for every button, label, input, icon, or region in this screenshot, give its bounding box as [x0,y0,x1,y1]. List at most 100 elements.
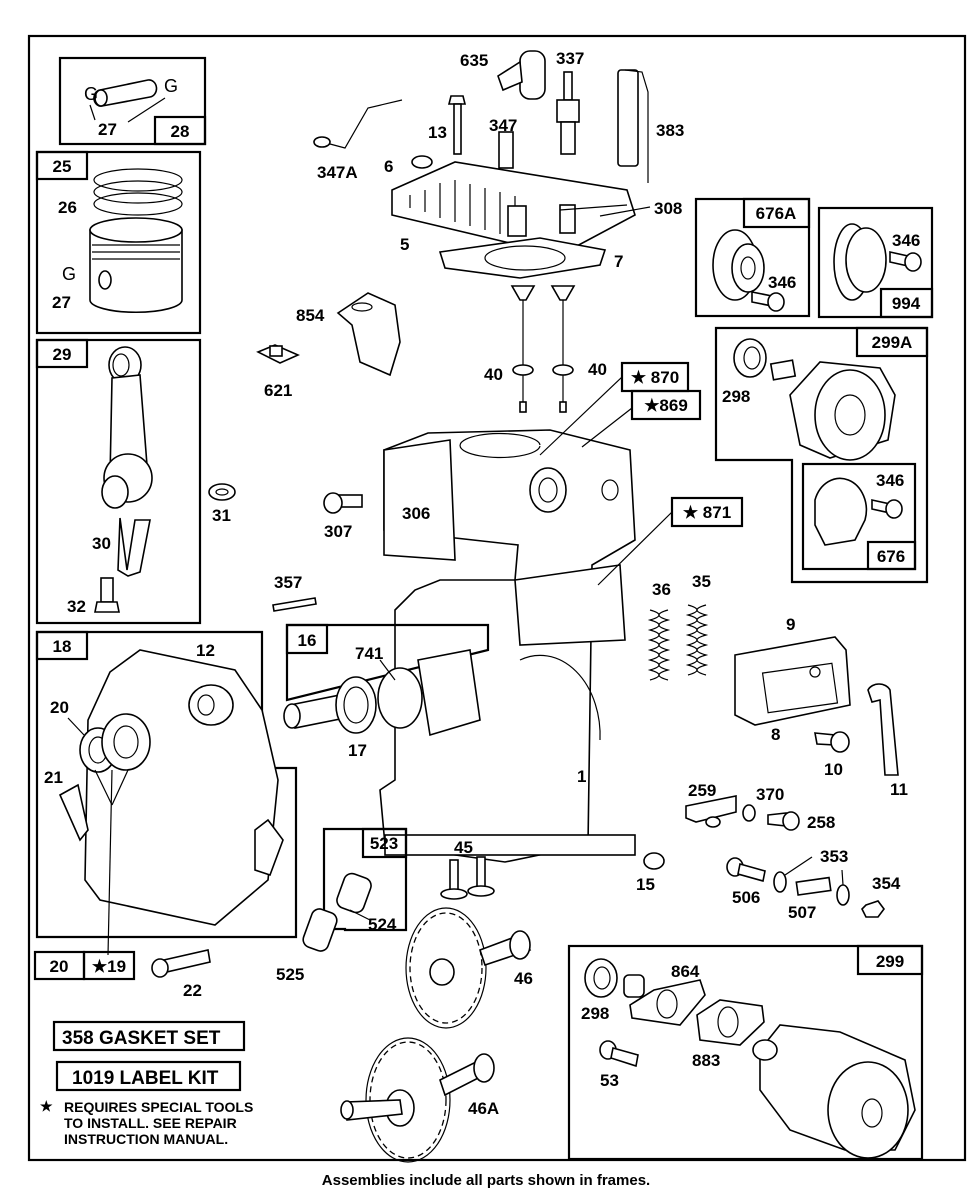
piston-icon [89,217,183,314]
frame-299A[interactable]: 299A 298 346 676 [714,326,929,584]
frame-label-29: 29 [53,345,72,364]
frame-label-870: ★ 870 [631,368,679,387]
part-label-46: 46 [514,969,533,988]
part-label-17: 17 [348,741,367,760]
drain-plug-icon [643,852,665,870]
frame-299[interactable]: 299 298 864 883 53 [567,944,924,1161]
part-label-298: 298 [581,1004,609,1023]
frame-label-871: ★ 871 [683,503,731,522]
star-icon: ★ [40,1098,53,1114]
part-label-15: 15 [636,875,655,894]
terminal-plate-icon [795,876,832,896]
dowel-pin-icon [440,856,495,900]
part-label-6: 6 [384,157,393,176]
crankcase-cover-icon [58,649,284,926]
screw-icon [767,811,800,831]
valve-spring-icon [647,609,671,681]
cylinder-shroud-icon [383,439,456,561]
frame-18[interactable]: 18 12 20 21 [35,630,298,956]
part-label-32: 32 [67,597,86,616]
part-label-46A: 46A [468,1099,499,1118]
frame-20-19[interactable]: 20 ★19 [33,950,136,981]
special-tools-note: ★ REQUIRES SPECIAL TOOLS TO INSTALL. SEE… [40,1098,253,1147]
frame-870[interactable]: ★ 870 [620,361,690,393]
frame-676A[interactable]: 676A 346 [694,197,811,318]
muffler-icon [769,359,896,461]
part-label-854: 854 [296,306,325,325]
rod-bolt-icon [94,577,120,613]
head-bolt-icon [447,95,467,155]
part-label-883: 883 [692,1051,720,1070]
lock-nut-icon [584,958,618,998]
part-label-31: 31 [212,506,231,525]
part-label-370: 370 [756,785,784,804]
circlip-icon: G [62,264,76,284]
footer-note: Assemblies include all parts shown in fr… [321,1172,651,1189]
bolt-icon [151,949,211,978]
part-label-26: 26 [58,198,77,217]
gasket-set-kit[interactable]: 358 GASKET SET [52,1020,246,1052]
part-label-621: 621 [264,381,292,400]
part-label-383: 383 [656,121,684,140]
connecting-rod-icon [101,346,153,577]
exhaust-pipe-icon [623,974,706,1026]
frame-label-299: 299 [876,952,904,971]
part-label-8: 8 [771,725,780,744]
spark-plug-boot-icon [497,50,546,100]
frame-29[interactable]: 29 30 32 [35,338,202,625]
frame-label-18: 18 [53,637,72,656]
head-gasket-icon [438,237,607,279]
lock-washer-icon [836,884,850,906]
part-label-258: 258 [807,813,835,832]
cylinder-block-icon [379,429,636,863]
label-kit[interactable]: 1019 LABEL KIT [55,1060,242,1092]
part-label-308: 308 [654,199,682,218]
part-label-353: 353 [820,847,848,866]
screw-icon [726,857,766,883]
cylinder-head-icon [391,161,636,256]
muffler-guard-icon [712,229,765,301]
screw-icon [751,291,785,312]
washer-icon [411,155,433,169]
note-line-2: TO INSTALL. SEE REPAIR [64,1115,237,1131]
part-label-12: 12 [196,641,215,660]
frame-label-25: 25 [53,157,72,176]
tappet-icon [302,872,372,952]
valve-icon [550,285,576,413]
frame-869[interactable]: ★869 [630,389,702,421]
frame-25[interactable]: 25 26 G 27 [35,150,202,335]
piston-pin-icon [93,79,158,107]
part-label-298: 298 [722,387,750,406]
bracket-347a-icon [313,99,403,149]
note-line-1: REQUIRES SPECIAL TOOLS [64,1099,253,1115]
frame-16[interactable]: 16 741 17 [283,623,490,760]
clip-621-icon [256,344,300,364]
part-label-22: 22 [183,981,202,1000]
frame-label-994: 994 [892,294,921,313]
muffler-icon [752,1024,916,1159]
kit-label-label-kit: 1019 LABEL KIT [72,1068,219,1089]
part-label-30: 30 [92,534,111,553]
breather-tube-347-icon [498,131,514,169]
washer-icon [208,483,236,501]
frame-523[interactable]: 523 524 [301,827,408,953]
part-label-347: 347 [489,116,517,135]
frame-label-19: ★19 [92,957,126,976]
piston-rings-icon [93,168,183,216]
bolt-icon [323,492,363,514]
valve-spring-icon [685,604,709,676]
bolt-icon [814,731,850,753]
part-label-5: 5 [400,235,409,254]
frame-871[interactable]: ★ 871 [670,496,744,528]
governor-bracket-icon [336,292,401,377]
spark-plug-wrench-icon [617,69,649,183]
part-label-9: 9 [786,615,795,634]
camshaft-gear-icon [405,907,532,1029]
part-label-346: 346 [768,273,796,292]
frame-994[interactable]: 994 346 [817,206,934,319]
frame-label-20: 20 [50,957,69,976]
frame-label-523: 523 [370,834,398,853]
part-label-346: 346 [892,231,920,250]
frame-28[interactable]: 28 G G 27 [58,56,207,146]
